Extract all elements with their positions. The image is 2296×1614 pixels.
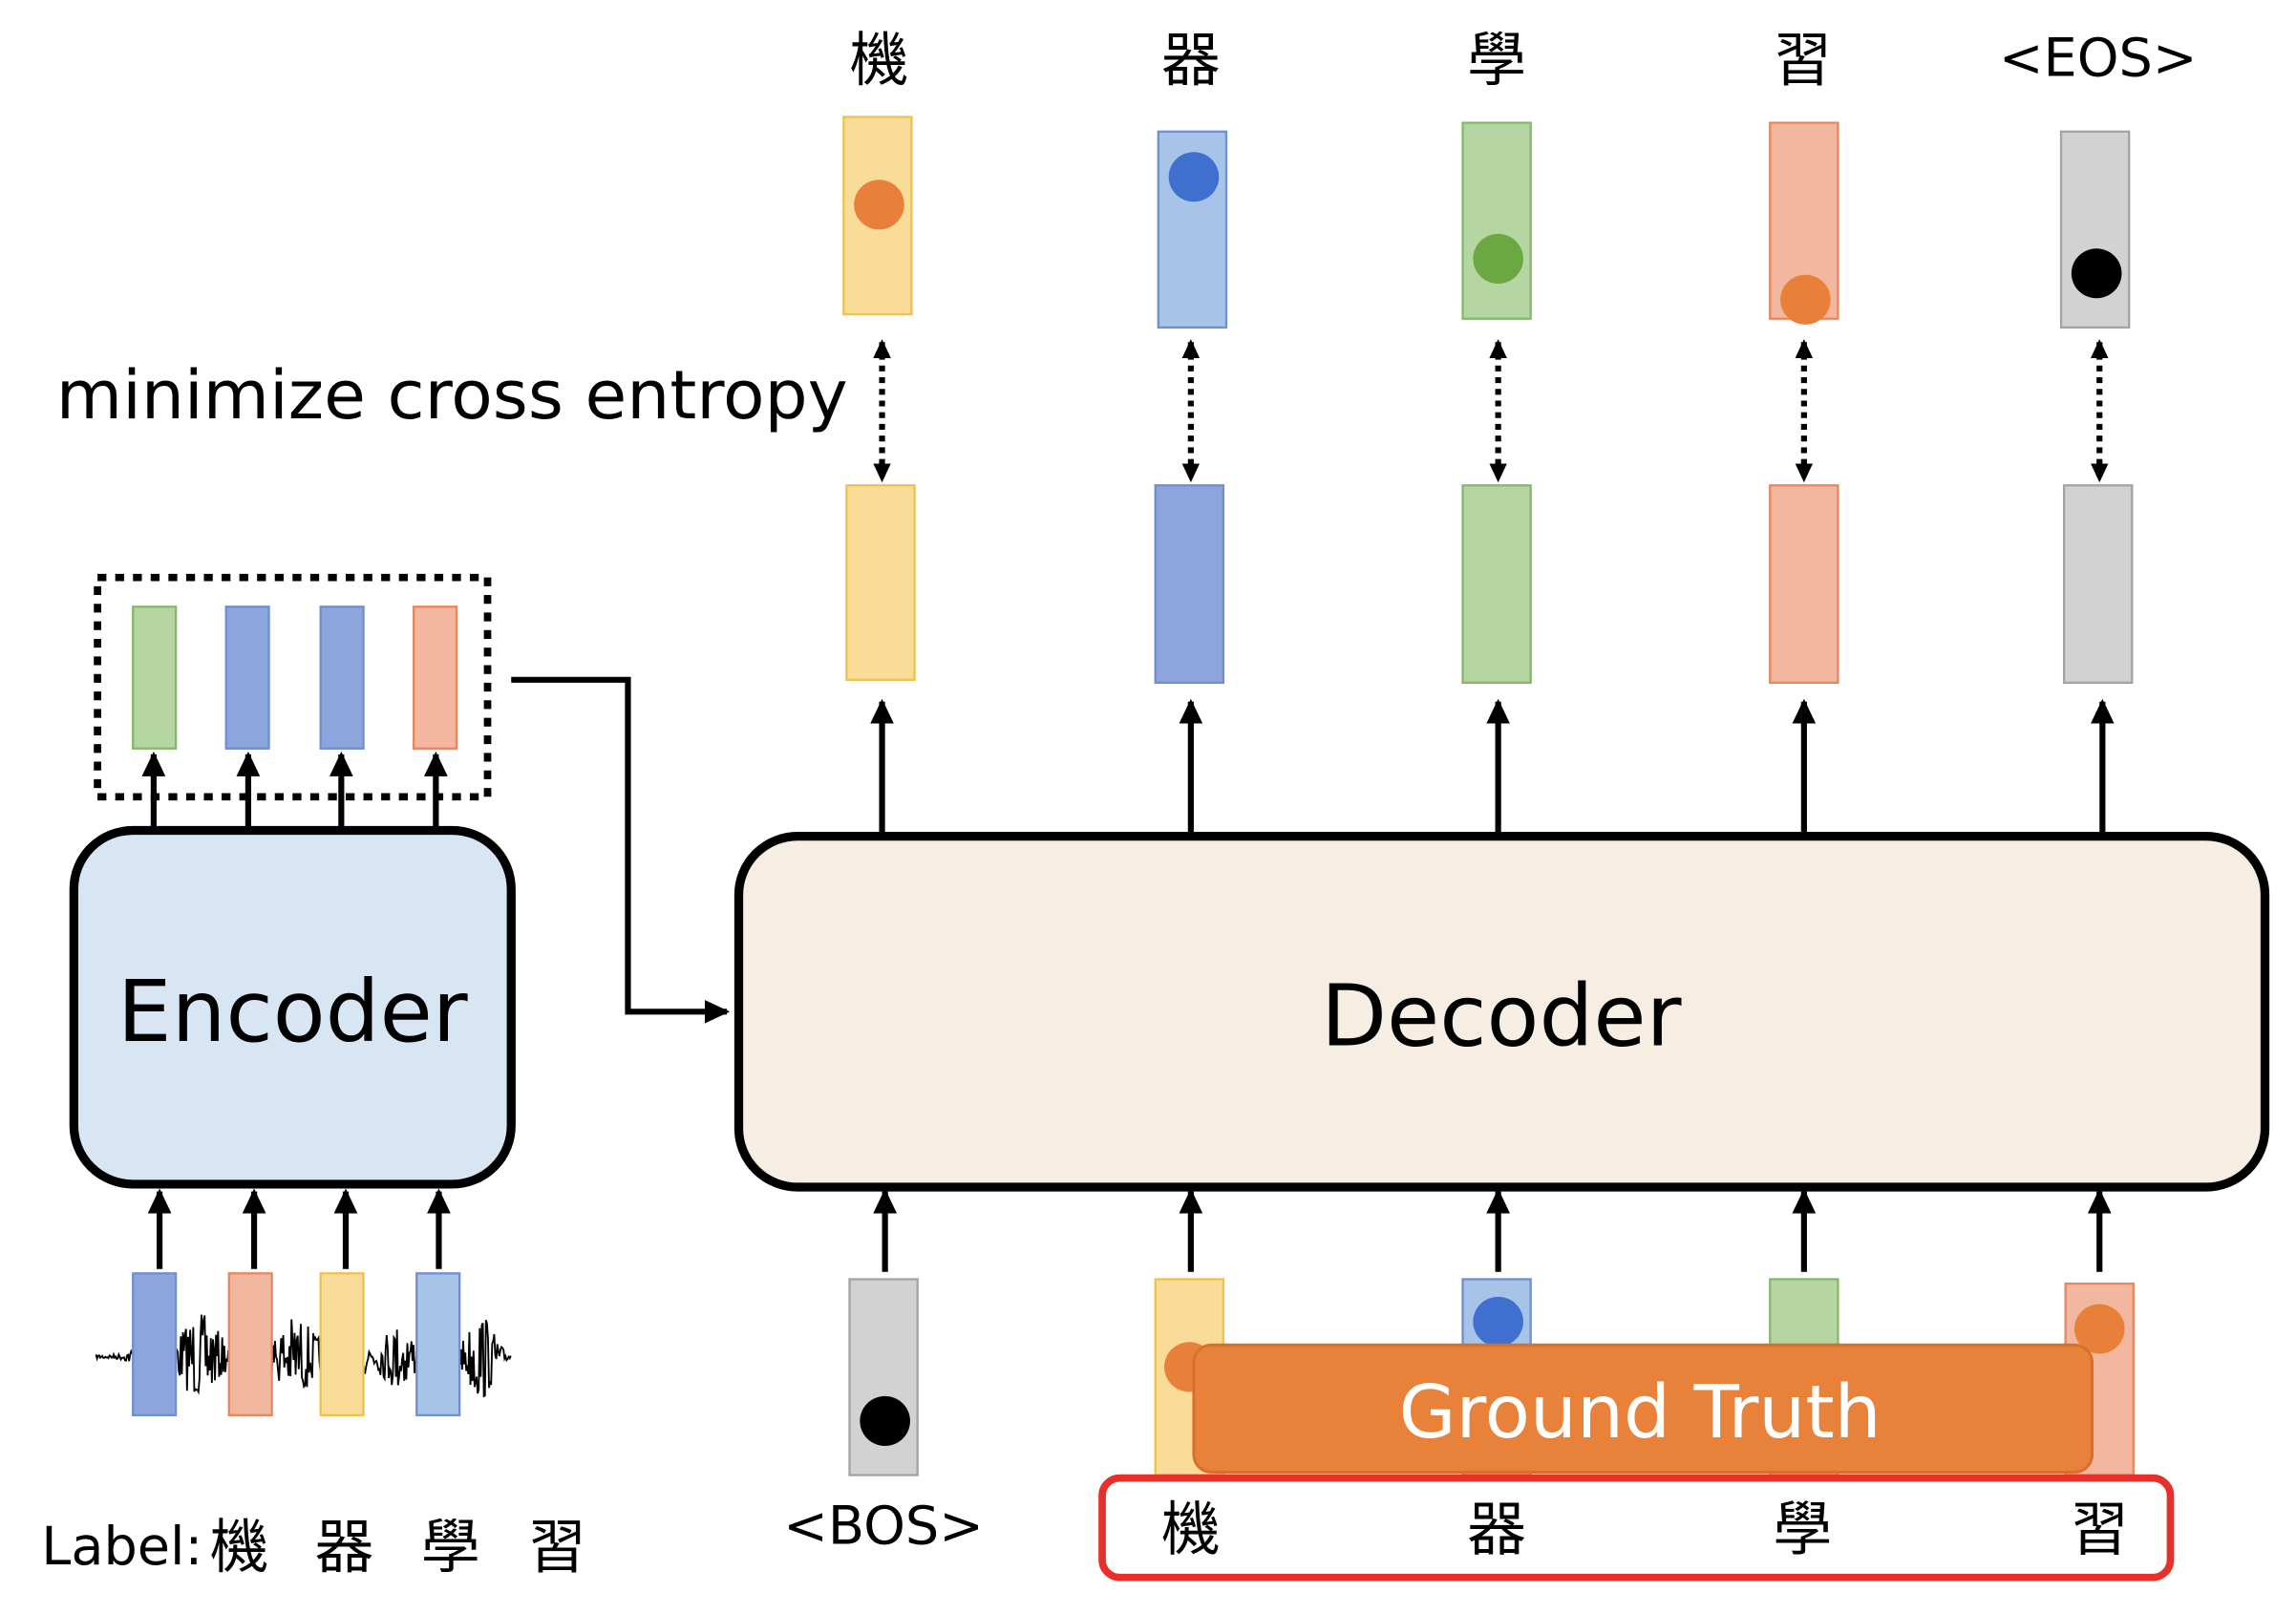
ground-truth-token: 機 xyxy=(1161,1496,1221,1564)
decoder-output-vector-4 xyxy=(1769,484,1839,685)
encoder-output-vector xyxy=(224,605,270,750)
acoustic-feature-vector xyxy=(227,1272,273,1416)
probability-dot xyxy=(1473,1296,1523,1347)
acoustic-feature-vectors xyxy=(132,1272,461,1416)
loss-label: minimize cross entropy xyxy=(56,355,848,435)
encoder-output-vector xyxy=(132,605,178,750)
encoder-label: Encoder xyxy=(117,963,468,1061)
ground-truth-token: 器 xyxy=(1467,1496,1526,1564)
output-token-3: 學 xyxy=(1467,26,1526,95)
acoustic-feature-vector xyxy=(415,1272,461,1416)
output-token-eos: <EOS> xyxy=(1999,29,2198,90)
probability-dot xyxy=(2073,1304,2125,1354)
transcript-token: 器 xyxy=(315,1513,374,1582)
decoder-block xyxy=(733,832,2270,1192)
encoder-output-vector xyxy=(319,605,365,750)
decoder-output-vectors xyxy=(845,484,2134,685)
bos-vector xyxy=(848,1278,919,1476)
cross-entropy-links xyxy=(873,339,2109,483)
decoder-label: Decoder xyxy=(1321,967,1682,1066)
encoder-to-decoder-arrow xyxy=(511,676,731,1024)
transcript-label: Label: 機 器 學 習 xyxy=(41,1513,586,1582)
transcript-token: 習 xyxy=(527,1513,586,1582)
output-token-1: 機 xyxy=(850,26,909,95)
ground-truth-token: 學 xyxy=(1773,1496,1832,1564)
decoder-output-vector-2 xyxy=(1154,484,1225,685)
decoder-output-arrows xyxy=(870,698,2115,834)
encoder-output-arrows xyxy=(141,751,448,828)
probability-dot xyxy=(854,180,904,230)
bos-token-label: <BOS> xyxy=(783,1497,984,1558)
output-distribution-3 xyxy=(1461,121,1532,320)
probability-dot xyxy=(1473,233,1523,284)
acoustic-feature-vector xyxy=(132,1272,178,1416)
probability-dot xyxy=(2071,248,2122,299)
ground-truth-banner xyxy=(1192,1343,2094,1475)
encoder-output-group xyxy=(94,573,492,801)
ground-truth-token-frame xyxy=(1098,1474,2175,1582)
probability-dot xyxy=(860,1395,910,1446)
output-distributions xyxy=(842,116,2131,329)
encoder-output-vector xyxy=(412,605,458,750)
decoder-input-arrows xyxy=(873,1188,2112,1272)
transcript-token: 學 xyxy=(421,1513,480,1582)
decoder-output-vector-3 xyxy=(1461,484,1532,685)
ground-truth-token: 習 xyxy=(2070,1496,2129,1564)
encoder-output-vectors xyxy=(132,605,458,750)
decoder-output-vector-1 xyxy=(845,484,916,681)
probability-dot xyxy=(1780,274,1831,325)
output-token-2: 器 xyxy=(1161,26,1221,95)
transcript-token: 機 xyxy=(210,1513,269,1582)
output-token-4: 習 xyxy=(1773,26,1832,95)
acoustic-feature-vector xyxy=(319,1272,365,1416)
probability-dot xyxy=(1168,152,1220,202)
ground-truth-label: Ground Truth xyxy=(1399,1370,1881,1455)
encoder-input-arrows xyxy=(147,1188,451,1269)
decoder-output-vector-5 xyxy=(2062,484,2134,685)
encoder-block xyxy=(69,825,516,1189)
transcript-prefix: Label: xyxy=(41,1517,202,1578)
